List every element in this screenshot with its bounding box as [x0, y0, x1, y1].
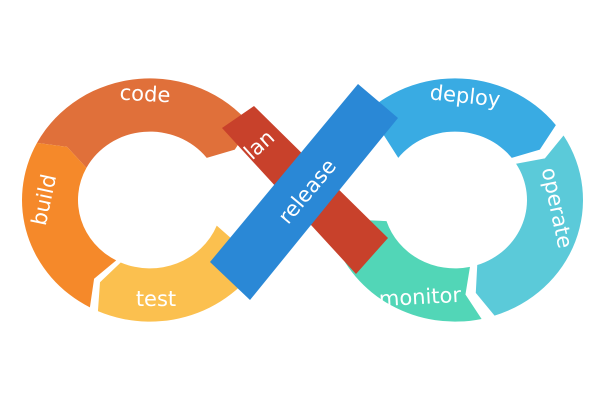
code-segment	[36, 78, 251, 168]
deploy-segment	[354, 78, 556, 158]
build-segment	[21, 142, 117, 308]
label-code: code	[119, 81, 171, 108]
label-test: test	[136, 287, 176, 311]
release-ribbon	[210, 84, 398, 300]
label-monitor: monitor	[378, 283, 462, 311]
operate-segment	[475, 135, 583, 316]
